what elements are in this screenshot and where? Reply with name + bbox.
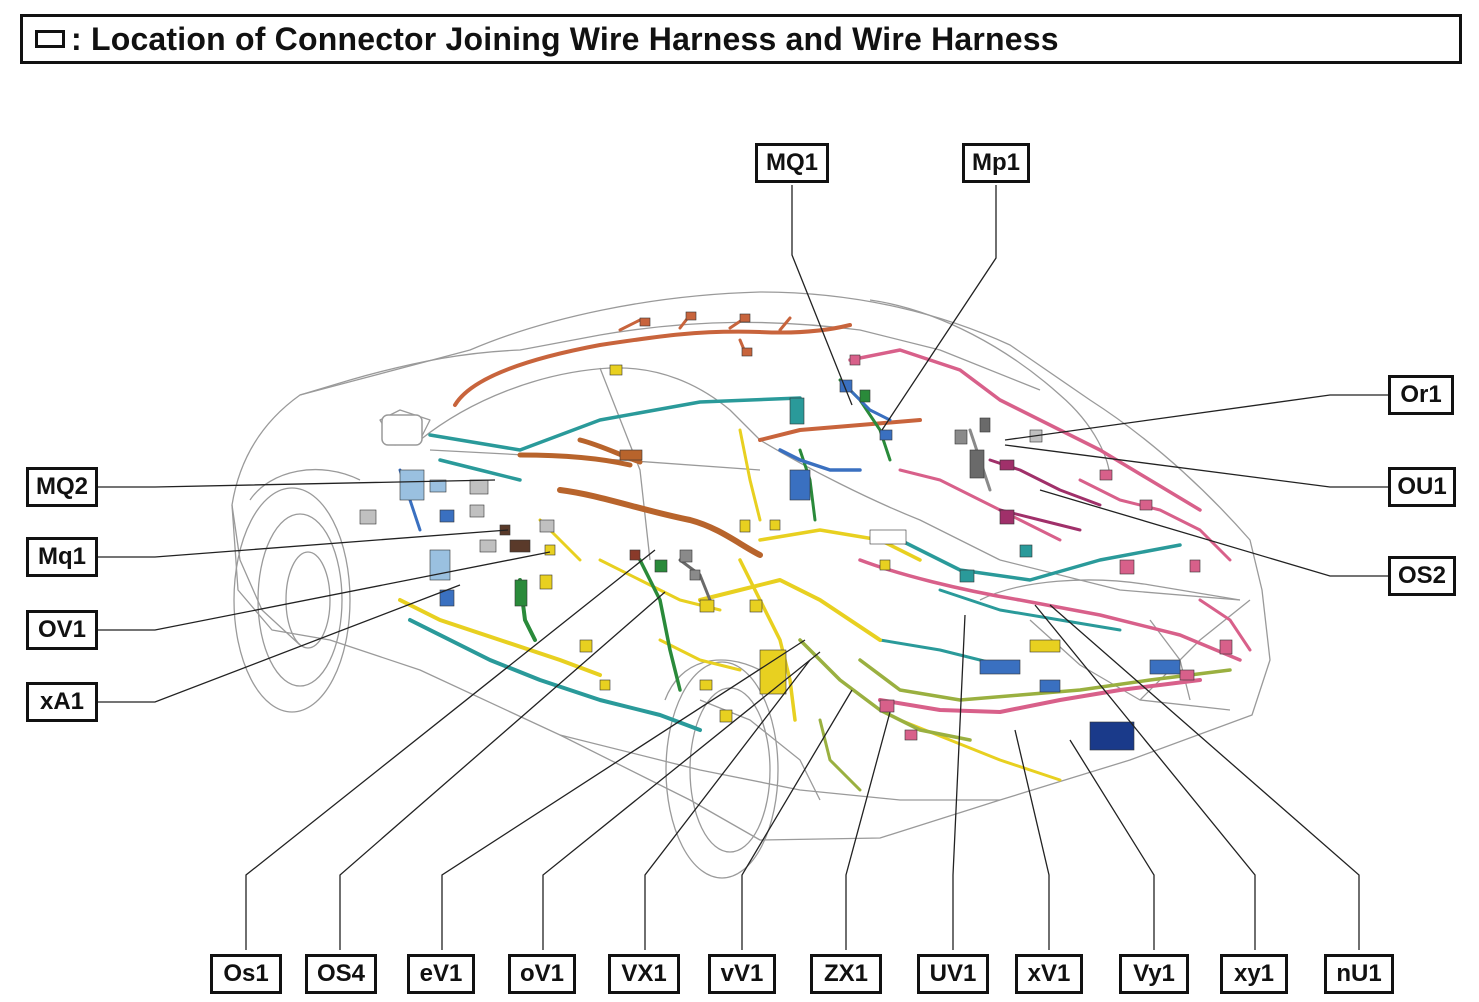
connector-label-Mq1: Mq1 <box>26 537 98 577</box>
connector-label-Os1: Os1 <box>210 954 282 994</box>
connector-label-Mp1: Mp1 <box>962 143 1030 183</box>
wire-harnesses <box>398 313 1252 792</box>
title-bar: : Location of Connector Joining Wire Har… <box>20 14 1462 64</box>
page-title: : Location of Connector Joining Wire Har… <box>71 20 1059 57</box>
green-harness <box>638 558 682 692</box>
connector-label-xV1: xV1 <box>1015 954 1083 994</box>
connector-label-OV1: OV1 <box>26 610 98 650</box>
rectangle-outline-icon <box>35 30 65 48</box>
teal-harness <box>428 396 802 452</box>
connector-label-eV1: eV1 <box>407 954 475 994</box>
connector-label-VX1: VX1 <box>608 954 680 994</box>
connector-label-nU1: nU1 <box>1324 954 1394 994</box>
roof-harness <box>453 323 852 407</box>
connector-label-oV1: oV1 <box>508 954 576 994</box>
connector-label-OU1: OU1 <box>1388 467 1456 507</box>
connector-label-MQ2: MQ2 <box>26 467 98 507</box>
pink-harness <box>848 348 1202 512</box>
vehicle-body-outline <box>231 291 1271 841</box>
connector-label-xA1: xA1 <box>26 682 98 722</box>
yellow-harness <box>398 598 602 677</box>
leader-lines <box>98 185 1388 950</box>
connector-label-xy1: xy1 <box>1220 954 1288 994</box>
connector-label-OS2: OS2 <box>1388 556 1456 596</box>
connector-label-vV1: vV1 <box>708 954 776 994</box>
connector-label-Vy1: Vy1 <box>1119 954 1189 994</box>
front-wheel <box>233 468 361 713</box>
connector-label-UV1: UV1 <box>917 954 989 994</box>
connector-label-Or1: Or1 <box>1388 375 1454 415</box>
connector-label-MQ1: MQ1 <box>755 143 829 183</box>
connector-label-OS4: OS4 <box>305 954 377 994</box>
connector-label-ZX1: ZX1 <box>810 954 882 994</box>
side-mirror <box>381 414 423 446</box>
connector-blocks <box>359 311 1233 751</box>
